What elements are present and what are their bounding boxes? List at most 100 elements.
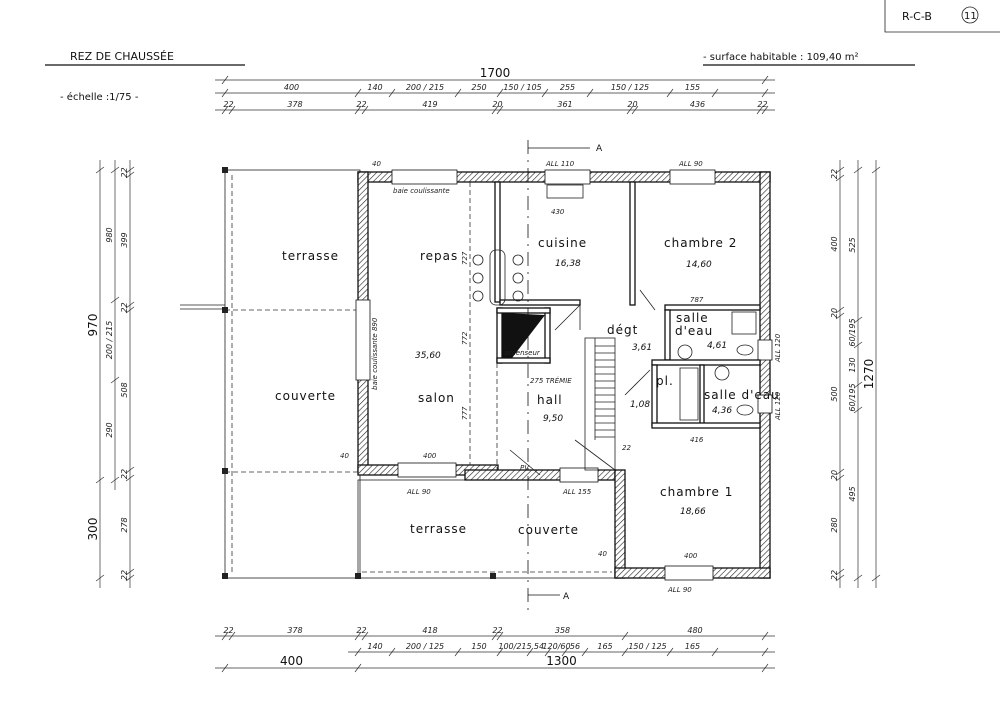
dimension-tick [361, 631, 369, 641]
room-terrasse-bottom: terrasse [410, 522, 467, 536]
elevator-shaft [502, 313, 545, 358]
room-couverte: couverte [275, 389, 336, 403]
dimension-label: 60/195 [848, 318, 857, 346]
dim-772: 772 [461, 331, 469, 345]
salle-eau-2-area: 4,36 [712, 406, 732, 416]
dimension-tick [228, 631, 236, 641]
dimension-tick [581, 647, 589, 657]
dimension-tick [110, 166, 120, 174]
dimension-tick [354, 663, 362, 673]
surface-label: - surface habitable : 109,40 m² [703, 52, 859, 63]
window-chambre1 [664, 565, 714, 581]
dimension-tick [354, 631, 362, 641]
dimension-tick [711, 647, 719, 657]
room-couverte-bottom: couverte [518, 523, 579, 537]
dimension-label: 140 [367, 83, 382, 92]
room-salon: salon [418, 391, 455, 405]
room-cuisine: cuisine [538, 236, 587, 250]
dimension-label: 150 / 125 [628, 642, 666, 651]
dimension-tick [110, 296, 120, 304]
dimension-label: 980 [105, 227, 114, 242]
dimension-tick [761, 88, 769, 98]
dimension-label: 20 [627, 100, 637, 109]
dimension-tick [631, 105, 639, 115]
dimension-tick [621, 631, 629, 641]
room-terrasse: terrasse [282, 249, 339, 263]
dimension-label: 22 [120, 469, 129, 479]
dimension-tick [761, 105, 769, 115]
dimension-label: 1270 [862, 359, 876, 390]
room-labels: terrasse couverte repas salon 35,60 cuis… [275, 236, 780, 537]
dimension-tick [95, 574, 105, 582]
dimension-label: 480 [687, 626, 702, 635]
dimension-label: 200 / 215 [105, 321, 114, 359]
dimension-label: 20 [830, 470, 839, 480]
dimension-tick [110, 376, 120, 384]
dimension-label: 22 [120, 570, 129, 580]
label-baie-coulissante-left: baie coulissante 890 [371, 317, 379, 390]
dimension-label: 150 / 125 [611, 83, 649, 92]
dimension-tick [496, 647, 504, 657]
dim-40-bottom: 40 [598, 550, 607, 558]
dim-430: 430 [551, 208, 565, 216]
dimension-tick [361, 105, 369, 115]
dimension-tick [388, 88, 396, 98]
room-hall: hall [537, 393, 563, 407]
door-entry [559, 467, 599, 483]
section-label-bottom: A [563, 592, 570, 602]
dimension-label: 290 [105, 422, 114, 437]
dimension-tick [853, 341, 863, 349]
dimension-label: 378 [287, 626, 302, 635]
dimension-label: 378 [287, 100, 302, 109]
dimension-tick [835, 306, 845, 314]
dimension-label: 419 [422, 100, 437, 109]
dimension-tick [454, 88, 462, 98]
dimension-label: 22 [830, 570, 839, 580]
dimension-tick [95, 166, 105, 174]
dimension-label: 22 [757, 100, 767, 109]
dimension-tick [871, 574, 881, 582]
dimension-label: 150 / 105 [503, 83, 541, 92]
dimension-tick [496, 88, 504, 98]
dimension-tick [711, 88, 719, 98]
dimension-tick [761, 631, 769, 641]
dimension-label: 358 [555, 626, 570, 635]
dim-777: 777 [461, 406, 469, 420]
sheet-code: R-C-B [902, 10, 932, 23]
opening-all-120-b: ALL 120 [774, 391, 782, 421]
dimension-label: 165 [685, 642, 700, 651]
dim-22: 22 [622, 444, 631, 452]
dimension-tick [125, 574, 135, 582]
dimension-tick [835, 474, 845, 482]
label-baie-coulissante-top: baie coulissante [393, 187, 450, 195]
dim-400-salon: 400 [423, 452, 437, 460]
dim-416: 416 [690, 436, 704, 444]
scale-label: - échelle :1/75 - [60, 91, 139, 103]
title-block: R-C-B 11 [884, 0, 1000, 33]
window-sliding-left [355, 299, 371, 381]
dimension-tick [835, 166, 845, 174]
dimension-label: 120/60 [542, 642, 570, 651]
opening-all-90-top: ALL 90 [678, 160, 703, 168]
dimension-tick [666, 88, 674, 98]
dimension-tick [626, 105, 634, 115]
dimension-tick [544, 647, 552, 657]
label-tremie: 275 TRÉMIE [530, 376, 572, 385]
dimension-label: 1700 [480, 66, 511, 80]
dimension-tick [125, 474, 135, 482]
room-salle-eau-2: salle d'eau [704, 388, 780, 402]
dimension-tick [125, 568, 135, 576]
chambre-1-area: 18,66 [680, 507, 706, 517]
dimension-label: 525 [848, 237, 857, 252]
dimension-label: 500 [830, 386, 839, 401]
dimension-label: 200 / 125 [406, 642, 444, 651]
dimension-label: 400 [830, 236, 839, 251]
dimension-label: 60/195 [848, 383, 857, 411]
dimension-tick [496, 631, 504, 641]
salon-area: 35,60 [415, 351, 441, 361]
opening-all-110: ALL 110 [545, 160, 575, 168]
dimension-label: 165 [597, 642, 612, 651]
dim-400-chambre1: 400 [684, 552, 698, 560]
dimension-label: 300 [86, 518, 100, 541]
